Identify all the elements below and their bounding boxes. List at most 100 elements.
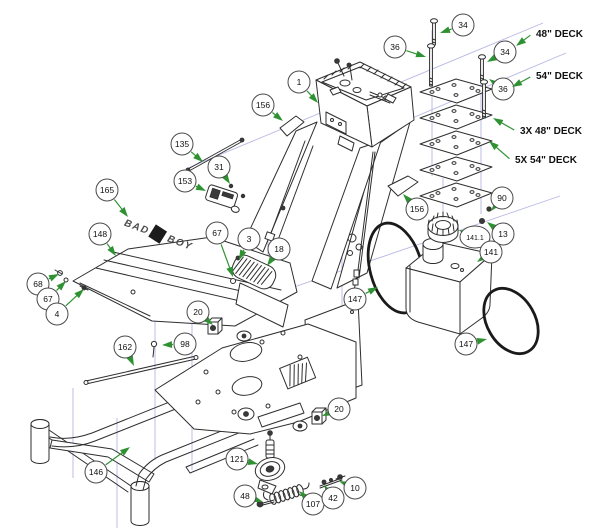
linkage-assembly: [205, 184, 240, 213]
callout-153[interactable]: 153: [173, 169, 206, 193]
callout-circle[interactable]: [491, 222, 515, 246]
callout-121[interactable]: 121: [225, 447, 258, 471]
deck-label-text: 5X 54" DECK: [515, 155, 578, 166]
callout-156[interactable]: 156: [251, 93, 283, 121]
callout-number: 1: [297, 77, 302, 87]
callout-107[interactable]: 107: [299, 491, 325, 516]
callout-number: 162: [118, 342, 132, 352]
callout-34[interactable]: 34: [440, 13, 475, 37]
callout-141[interactable]: 141: [477, 240, 503, 264]
leader-line: [494, 145, 510, 160]
callout-98[interactable]: 98: [162, 332, 197, 356]
spacer-plates: [419, 78, 493, 224]
callout-circle[interactable]: [405, 197, 429, 221]
leader-arrowhead: [440, 26, 451, 33]
callout-circle[interactable]: [233, 484, 257, 508]
callout-circle[interactable]: [237, 227, 261, 251]
deck-label: 5X 54" DECK: [489, 141, 578, 166]
callout-circle[interactable]: [343, 476, 367, 500]
callout-148[interactable]: 148: [88, 222, 116, 256]
callout-3[interactable]: 3: [237, 227, 261, 260]
callout-circle[interactable]: [251, 93, 275, 117]
callout-90[interactable]: 90: [490, 186, 514, 211]
isolator-block-lower: [311, 407, 327, 425]
callout-number: 20: [193, 307, 203, 317]
callout-circle[interactable]: [327, 397, 351, 421]
callout-circle[interactable]: [88, 222, 112, 246]
callout-circle[interactable]: [493, 40, 517, 64]
callout-141.1[interactable]: 141.1: [459, 225, 491, 249]
callout-circle[interactable]: [491, 77, 515, 101]
callout-circle[interactable]: [186, 300, 210, 324]
callout-circle[interactable]: [267, 237, 291, 261]
leader-arrowhead: [493, 118, 504, 126]
callout-circle[interactable]: [451, 13, 475, 37]
callout-circle[interactable]: [459, 225, 491, 249]
callout-circle[interactable]: [84, 460, 108, 484]
callout-20[interactable]: 20: [322, 397, 351, 421]
callout-10[interactable]: 10: [339, 476, 367, 500]
callout-circle[interactable]: [170, 132, 194, 156]
callout-number: 121: [230, 454, 244, 464]
callout-circle[interactable]: [343, 287, 367, 311]
callout-circle[interactable]: [173, 332, 197, 356]
callout-18[interactable]: 18: [267, 237, 291, 266]
callout-circle[interactable]: [383, 35, 407, 59]
callout-4[interactable]: 4: [45, 289, 84, 326]
callout-circle[interactable]: [45, 302, 69, 326]
callout-156[interactable]: 156: [403, 194, 429, 221]
callout-135[interactable]: 135: [170, 132, 203, 162]
callout-number: 13: [498, 229, 508, 239]
leader-arrowhead: [415, 50, 426, 58]
callout-circle[interactable]: [207, 155, 231, 179]
leader-line: [499, 121, 515, 131]
callout-1[interactable]: 1: [287, 70, 318, 103]
callout-165[interactable]: 165: [95, 178, 128, 217]
callout-number: 107: [306, 499, 320, 509]
callout-circle[interactable]: [95, 178, 119, 202]
callout-circle[interactable]: [490, 186, 514, 210]
callout-36[interactable]: 36: [383, 35, 426, 59]
callout-circle[interactable]: [173, 169, 197, 193]
callout-circle[interactable]: [113, 335, 137, 359]
bolt-98: [150, 340, 158, 358]
callout-circle[interactable]: [205, 221, 229, 245]
callout-number: 141: [484, 247, 498, 257]
leader-arrowhead: [489, 141, 499, 151]
callout-number: 67: [43, 294, 53, 304]
callout-circle[interactable]: [454, 332, 478, 356]
callout-42[interactable]: 42: [321, 485, 345, 510]
leader-arrowhead: [195, 183, 206, 191]
callout-13[interactable]: 13: [487, 222, 515, 246]
pan-screws: [54, 269, 136, 295]
callout-circle[interactable]: [479, 240, 503, 264]
callout-34[interactable]: 34: [487, 40, 517, 64]
callout-31[interactable]: 31: [207, 155, 231, 184]
callout-20[interactable]: 20: [186, 300, 213, 325]
callout-147[interactable]: 147: [454, 332, 487, 356]
brand-shield-icon: [148, 224, 168, 244]
leader-arrowhead: [299, 491, 309, 501]
callout-number: 90: [497, 193, 507, 203]
callout-147[interactable]: 147: [343, 287, 378, 311]
callout-146[interactable]: 146: [84, 447, 130, 484]
deck-label-text: 3X 48" DECK: [520, 126, 583, 137]
callout-number: 147: [348, 294, 362, 304]
leader-arrowhead: [107, 245, 116, 256]
callout-circle[interactable]: [225, 447, 249, 471]
decal-left: [279, 115, 305, 137]
callout-162[interactable]: 162: [113, 335, 137, 366]
callout-circle[interactable]: [321, 486, 345, 510]
callout-number: 34: [500, 47, 510, 57]
callout-number: 67: [212, 228, 222, 238]
callout-number: 31: [214, 162, 224, 172]
callout-36[interactable]: 36: [489, 77, 515, 101]
leader-arrowhead: [119, 447, 130, 456]
callout-circle[interactable]: [287, 70, 311, 94]
callout-67[interactable]: 67: [205, 221, 233, 277]
tower-legs: [244, 121, 411, 297]
callout-48[interactable]: 48: [233, 484, 263, 508]
